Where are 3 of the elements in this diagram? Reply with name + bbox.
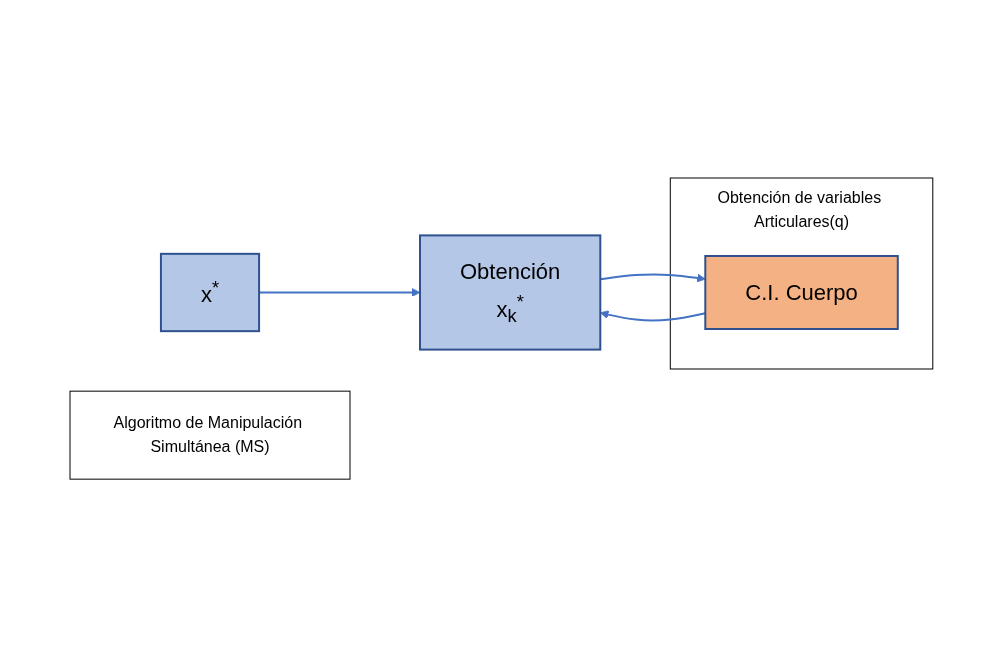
node-box: C.I. Cuerpo <box>704 255 899 331</box>
node-box: Algoritmo de Manipulación Simultánea (MS) <box>69 391 351 481</box>
node-box: x$^{*}$ <box>160 253 261 333</box>
